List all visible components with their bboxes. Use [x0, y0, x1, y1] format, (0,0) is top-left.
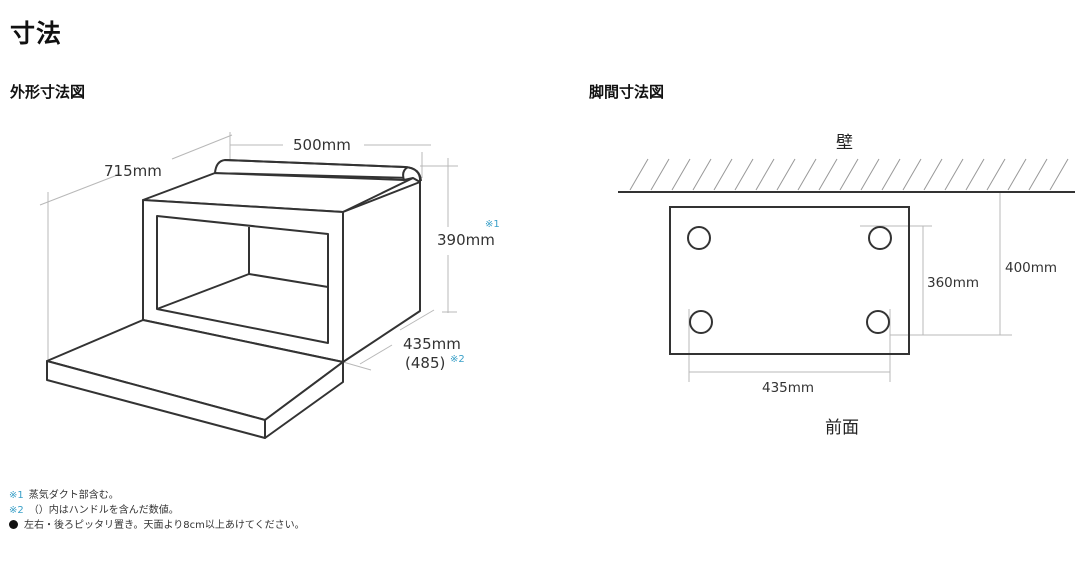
width-label: 500mm: [293, 136, 351, 154]
foot-front-left: [689, 310, 713, 334]
outer-dimensions-diagram: 715mm 500mm ※1 390mm 435mm (485) ※2: [39, 132, 500, 439]
footnote-1-text: 蒸気ダクト部含む。: [28, 490, 119, 501]
footnote-1-key: ※1: [9, 490, 24, 501]
front-label: 前面: [825, 418, 859, 438]
footnotes: ※1 蒸気ダクト部含む。 ※2 （）内はハンドルを含んだ数値。 左右・後ろピッタリ置…: [9, 488, 305, 533]
footnote-2-text: （）内はハンドルを含んだ数値。: [28, 505, 179, 516]
footnote-2: ※2 （）内はハンドルを含んだ数値。: [9, 503, 305, 518]
page-title: 寸法: [10, 19, 63, 48]
dimension-lines: [39, 132, 458, 371]
wall-label: 壁: [836, 133, 853, 153]
feet: [687, 226, 892, 334]
dimension-labels: 715mm 500mm ※1 390mm 435mm (485) ※2: [104, 136, 500, 372]
foot-dimension-lines: [688, 193, 1012, 382]
foot-rear-right: [868, 226, 892, 250]
wall-clearance-label: 400mm: [1005, 260, 1057, 276]
oven-outline: [142, 159, 422, 363]
footnote-3: 左右・後ろピッタリ置き。天面より8cm以上あけてください。: [9, 518, 305, 533]
height-note-mark: ※1: [485, 219, 500, 230]
outer-dimensions-title: 外形寸法図: [10, 83, 86, 101]
foot-spacing-title: 脚間寸法図: [589, 83, 665, 101]
foot-width-label: 435mm: [762, 380, 814, 396]
body-depth-note-mark: ※2: [450, 354, 465, 365]
foot-labels: 壁 400mm 360mm 435mm 前面: [762, 133, 1057, 438]
body-depth-handle-label: (485): [405, 354, 445, 372]
footnote-3-text: 左右・後ろピッタリ置き。天面より8cm以上あけてください。: [24, 520, 305, 531]
footnote-2-key: ※2: [9, 505, 24, 516]
foot-front-right: [866, 310, 890, 334]
depth-label: 715mm: [104, 162, 162, 180]
foot-rear-left: [687, 226, 711, 250]
foot-spacing-diagram: 壁 400mm 360mm 435mm 前面: [618, 133, 1075, 438]
foot-depth-label: 360mm: [927, 275, 979, 291]
wall-hatching: [629, 158, 1069, 191]
oven-door-open: [46, 319, 344, 439]
body-depth-label: 435mm: [403, 335, 461, 353]
bullet-icon: [9, 520, 18, 529]
footnote-1: ※1 蒸気ダクト部含む。: [9, 488, 305, 503]
oven-footprint: [669, 206, 910, 355]
height-label: 390mm: [437, 231, 495, 249]
